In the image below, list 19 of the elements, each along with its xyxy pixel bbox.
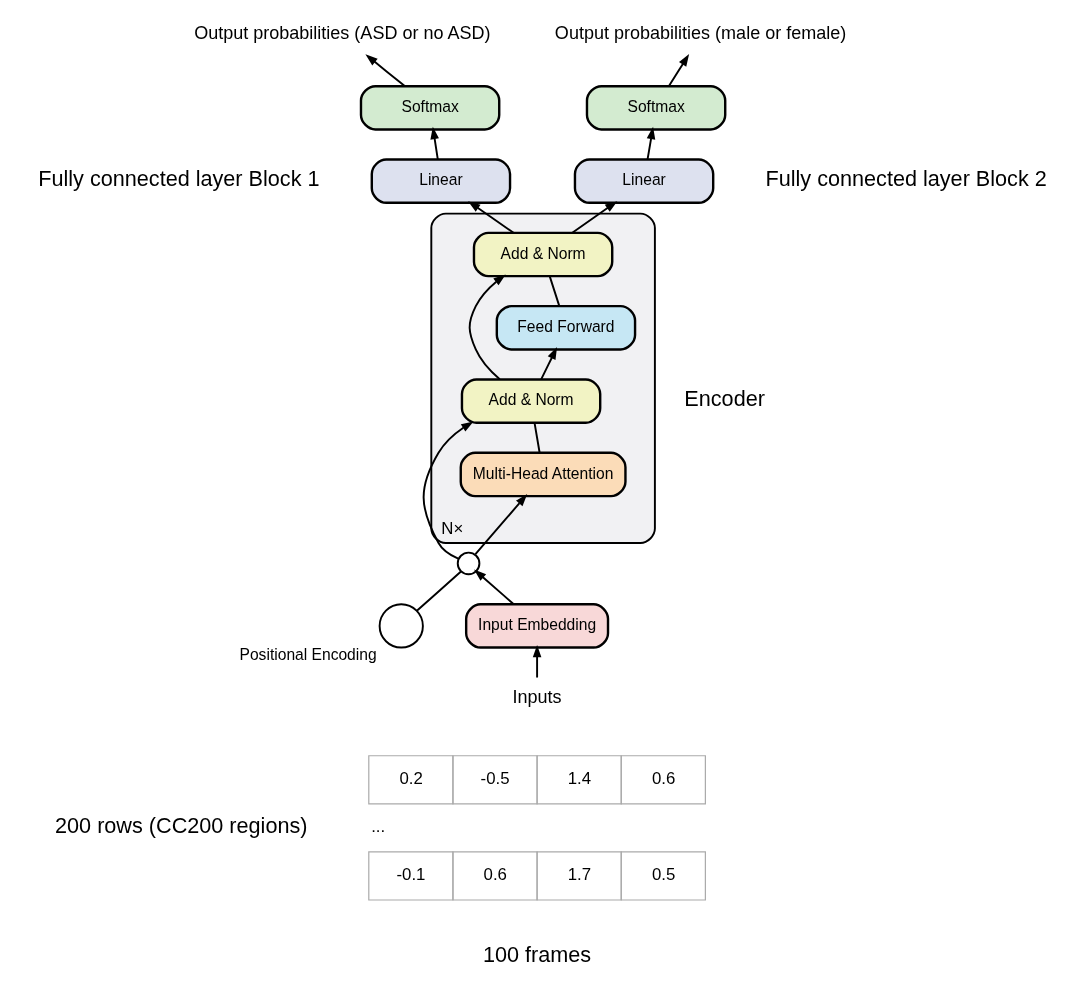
label: -0.1 <box>395 865 425 885</box>
node-label: N× <box>440 518 463 538</box>
label: 1.4 <box>567 769 591 789</box>
label: 0.6 <box>651 769 675 789</box>
node-text: Output probabilities (male or female) <box>554 22 846 43</box>
label: Encoder <box>683 386 765 412</box>
label: 200 rows (CC200 regions) <box>54 813 307 839</box>
node-label: Positional Encoding <box>239 646 377 664</box>
label: ... <box>370 817 385 837</box>
label: 100 frames <box>482 941 591 967</box>
label: 0.5 <box>651 865 675 885</box>
label: Fully connected layer Block 2 <box>765 166 1047 192</box>
label: 1.7 <box>567 865 591 885</box>
label: Fully connected layer Block 1 <box>37 166 319 192</box>
label: 0.2 <box>398 769 423 789</box>
label: 0.6 <box>483 865 507 885</box>
node-text: Output probabilities (ASD or no ASD) <box>193 22 491 43</box>
label: -0.5 <box>480 769 510 789</box>
node-text: Inputs <box>512 687 562 708</box>
